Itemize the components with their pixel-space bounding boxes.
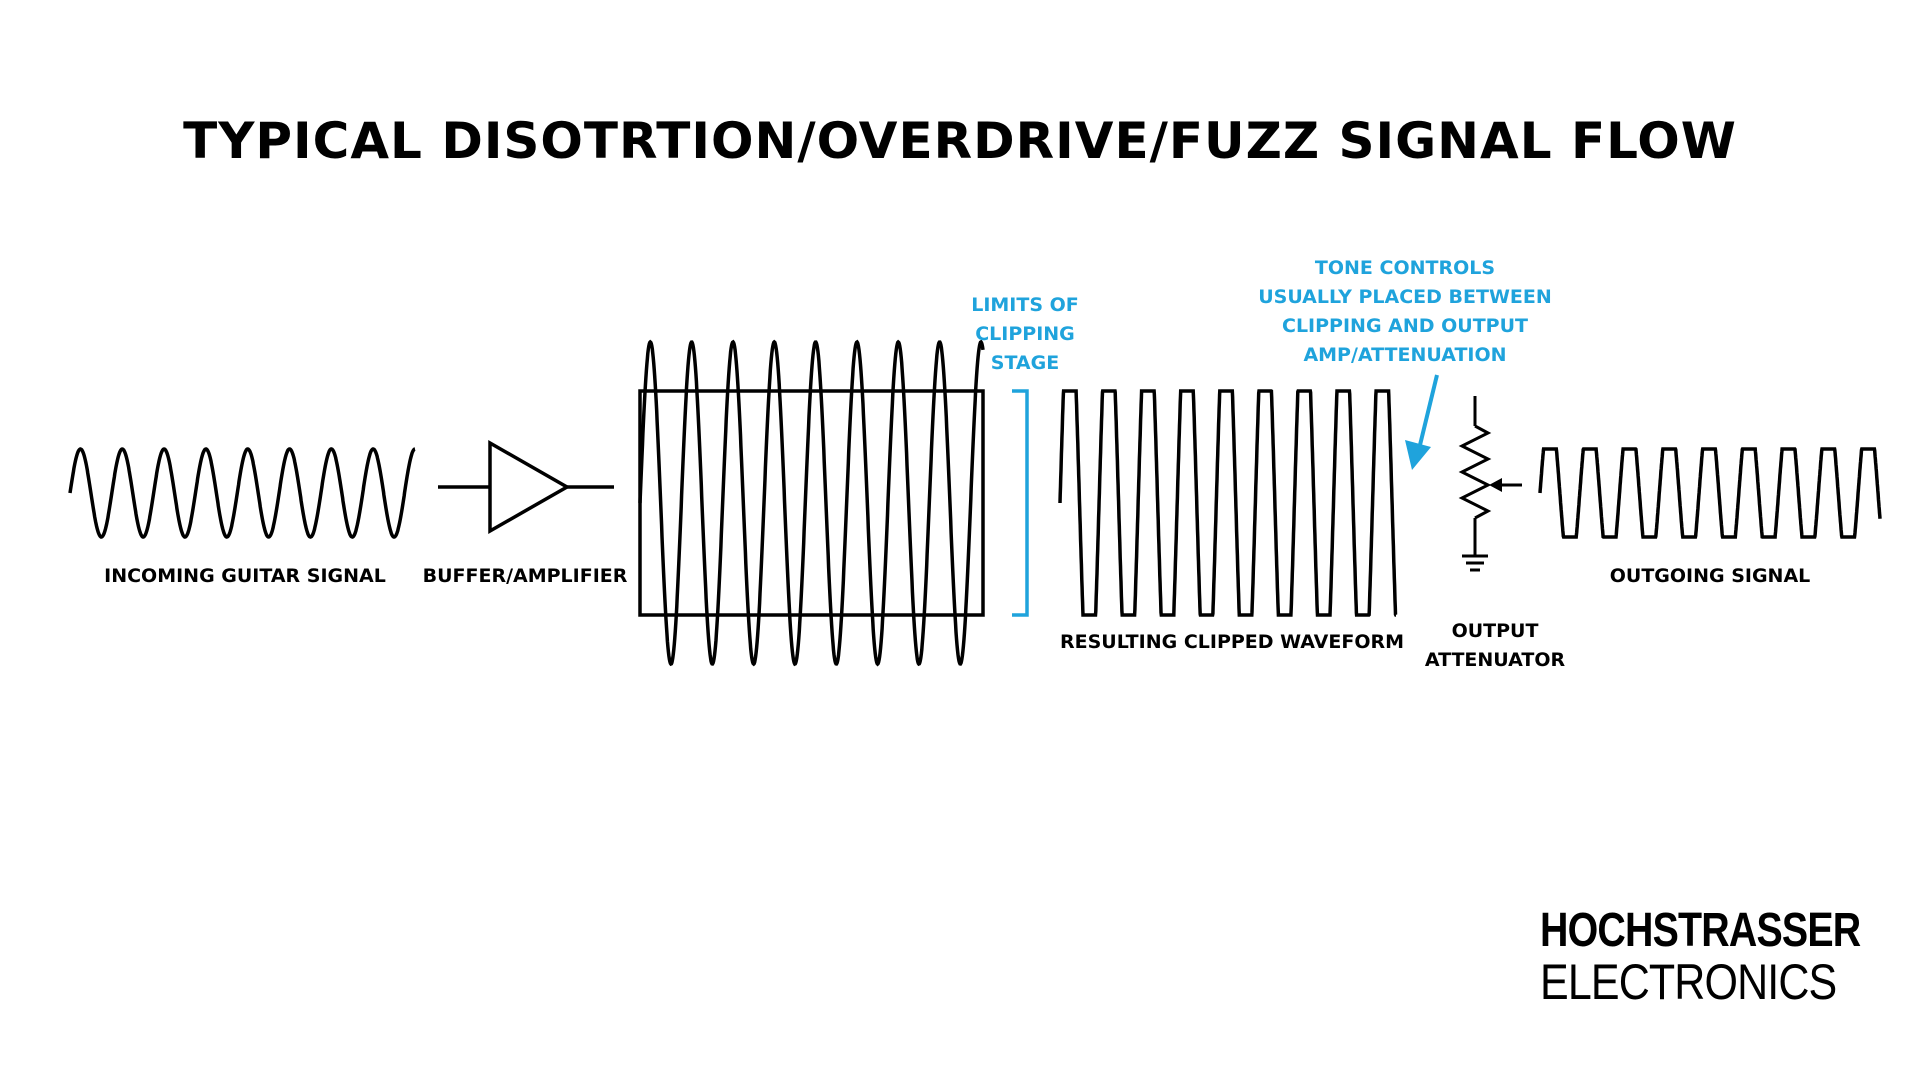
- clipping-limits-annotation: LIMITS OF CLIPPING STAGE: [950, 291, 1100, 378]
- outgoing-signal-label: OUTGOING SIGNAL: [1609, 565, 1811, 587]
- amplifier-triangle-icon: [438, 439, 614, 535]
- clipping-limits-bracket: [1012, 389, 1029, 617]
- hochstrasser-logo: HOCHSTRASSER ELECTRONICS: [1540, 904, 1880, 1010]
- diagram-title: TYPICAL DISOTRTION/OVERDRIVE/FUZZ SIGNAL…: [183, 112, 1737, 170]
- output-attenuator-label: OUTPUT ATTENUATOR: [1400, 617, 1590, 675]
- clipped-waveform-label: RESULTING CLIPPED WAVEFORM: [1060, 631, 1405, 653]
- tone-arrow-icon: [1405, 374, 1439, 470]
- logo-line-1: HOCHSTRASSER: [1540, 904, 1861, 957]
- clipped-waveform: [1058, 389, 1398, 617]
- tone-controls-line-4: AMP/ATTENUATION: [1303, 344, 1507, 366]
- output-attenuator-line-2: ATTENUATOR: [1424, 649, 1566, 671]
- clipping-limits-line-3: STAGE: [990, 352, 1060, 374]
- clipping-limits-box: [638, 389, 985, 617]
- potentiometer-icon: [1458, 396, 1522, 572]
- incoming-sine-wave: [68, 447, 416, 539]
- outgoing-waveform: [1538, 447, 1882, 539]
- amplified-sine-wave: [638, 339, 985, 667]
- logo-line-2: ELECTRONICS: [1540, 954, 1837, 1010]
- tone-controls-line-2: USUALLY PLACED BETWEEN: [1258, 286, 1552, 308]
- buffer-amplifier-label: BUFFER/AMPLIFIER: [422, 565, 628, 587]
- output-attenuator-line-1: OUTPUT: [1451, 620, 1539, 642]
- wiper-arrow-icon: [1489, 478, 1502, 492]
- incoming-signal-label: INCOMING GUITAR SIGNAL: [104, 565, 386, 587]
- tone-controls-annotation: TONE CONTROLS USUALLY PLACED BETWEEN CLI…: [1255, 254, 1555, 370]
- tone-controls-line-3: CLIPPING AND OUTPUT: [1282, 315, 1528, 337]
- clipping-limits-line-2: CLIPPING: [975, 323, 1075, 345]
- tone-controls-line-1: TONE CONTROLS: [1314, 257, 1496, 279]
- clipping-limits-line-1: LIMITS OF: [971, 294, 1079, 316]
